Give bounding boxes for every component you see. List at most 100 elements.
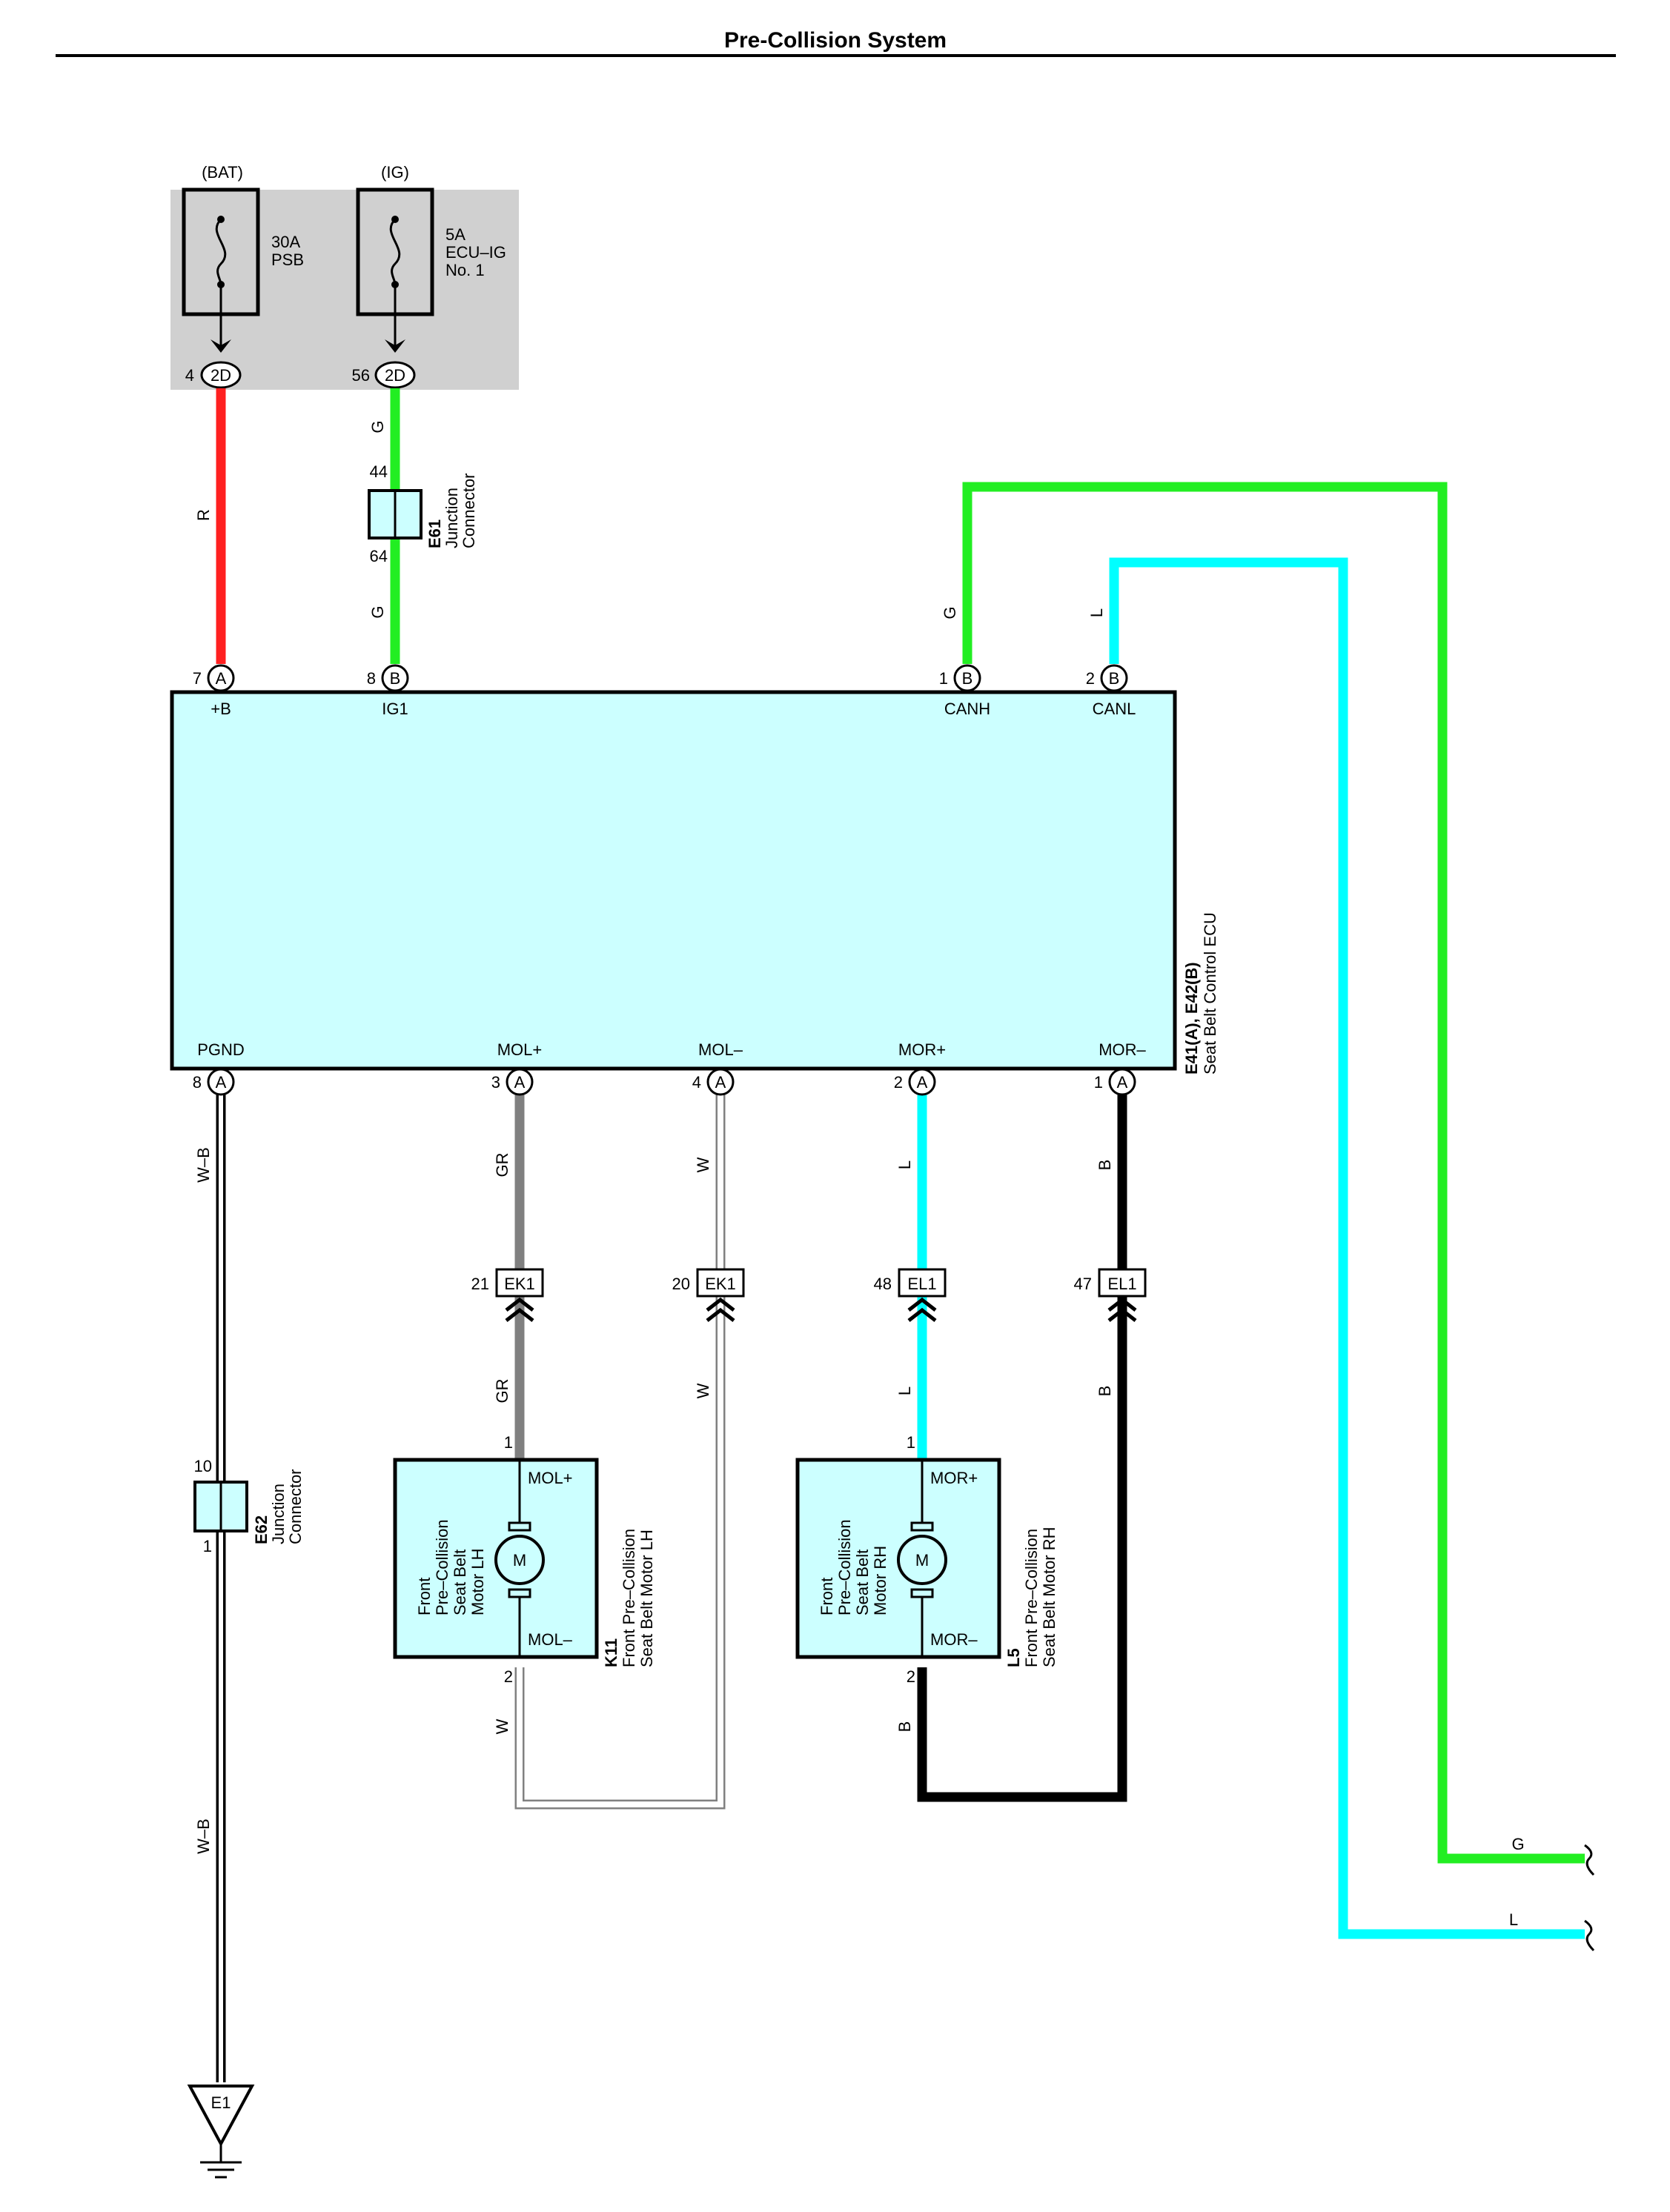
inline-connector-el1-48-name: EL1 (907, 1275, 936, 1293)
inline-connector-el1-47: EL1 47 (1074, 1268, 1147, 1322)
ecu-pin-plus-b-label: +B (211, 700, 231, 718)
wire-out-l-label: L (1509, 1910, 1518, 1929)
motor-lh-inner3: Seat Belt (451, 1550, 469, 1615)
fuse-ecu-ig-arrow-icon (385, 339, 405, 353)
motor-lh-name1: Front Pre–Collision (620, 1529, 638, 1667)
e61-pin-top: 44 (370, 462, 388, 481)
motor-rh-minus-label: MOR– (930, 1630, 978, 1649)
e61-code: E61 (425, 519, 444, 548)
ecu-pin-canl-num: 2 (1086, 669, 1095, 688)
motor-rh-inner2: Pre–Collision (835, 1519, 854, 1615)
ecu-pin-mor-plus (908, 1068, 936, 1096)
bat-label: (BAT) (202, 163, 243, 182)
motor-rh-module: 1 2 MOR+ MOR– M Front Pre–Collision Seat… (795, 1433, 1058, 1686)
wire-canh-green (962, 482, 1585, 1864)
motor-lh-inner1: Front (415, 1578, 434, 1615)
wire-ig-bottom-label: G (368, 605, 387, 618)
connector-2d-ig-label: 2D (385, 366, 405, 385)
motor-rh-pin2: 2 (907, 1667, 915, 1686)
fuse-box-background (170, 190, 519, 390)
wire-ig-top-label: G (368, 420, 387, 433)
fuse-psb-name: PSB (271, 250, 304, 269)
wire-mol-minus-white (514, 1082, 726, 1810)
ecu-pin-mol-plus-label: MOL+ (497, 1040, 543, 1059)
ecu-code: E41(A), E42(B) (1182, 962, 1201, 1075)
motor-lh-pin2: 2 (504, 1667, 513, 1686)
motor-lh-name2: Seat Belt Motor LH (637, 1530, 656, 1667)
ecu-top-pins: A 7 +B B 8 IG1 B 1 CANH B 2 CANL (193, 664, 1136, 718)
page-title: Pre-Collision System (724, 28, 947, 53)
ecu-pin-canl (1100, 664, 1128, 692)
wire-lh-pin2-label: W (493, 1718, 511, 1734)
ground-triangle-icon (187, 2085, 255, 2148)
e61-name1: Junction (443, 488, 461, 548)
ecu-bottom-pins: A 8 PGND A 3 MOL+ A 4 MOL– A 2 MOR+ A 1 … (193, 1040, 1147, 1096)
ecu-pin-canh-label: CANH (944, 700, 990, 718)
inline-connector-ek1-21-pin: 21 (471, 1275, 489, 1293)
ecu-pin-pgnd-num: 8 (193, 1073, 202, 1092)
ecu-pin-pgnd-label: PGND (197, 1040, 245, 1059)
connector-2d-bat-pin: 4 (185, 366, 194, 385)
connector-chevron-icon (1107, 1297, 1137, 1322)
wire-mor-minus-black (917, 1082, 1127, 1802)
seat-belt-control-ecu (170, 690, 1177, 1071)
ig-label: (IG) (381, 163, 409, 182)
motor-rh-code: L5 (1004, 1648, 1023, 1667)
motor-rh-inner1: Front (818, 1578, 836, 1615)
ecu-pin-mor-plus-conn: A (917, 1073, 928, 1092)
ecu-pin-mol-plus (506, 1068, 534, 1096)
fuse-psb-arrow-icon (211, 339, 231, 353)
wire-mol-minus-top-label: W (694, 1157, 712, 1172)
ecu-pin-canh-num: 1 (939, 669, 948, 688)
wire-mol-plus-top-label: GR (493, 1153, 511, 1178)
fuse-ecu-ig-name2: No. 1 (445, 261, 485, 279)
wire-pgnd-bottom-label: W–B (194, 1819, 213, 1854)
connector-2d-bat-label: 2D (211, 366, 231, 385)
fuse-psb-icon (215, 216, 227, 288)
motor-rh-icon (897, 1535, 947, 1585)
inline-connector-el1-48: EL1 48 (874, 1268, 947, 1322)
ground-e1: E1 (187, 2085, 255, 2179)
wire-break-g-icon (1584, 1844, 1595, 1876)
motor-lh-code: K11 (602, 1638, 620, 1667)
ecu-pin-plus-b-num: 7 (193, 669, 202, 688)
wire-mor-plus-bottom-label: L (895, 1386, 914, 1395)
inline-connector-el1-47-name: EL1 (1107, 1275, 1136, 1293)
motor-rh-name1: Front Pre–Collision (1022, 1529, 1041, 1667)
wire-mor-minus-top-label: B (1096, 1160, 1114, 1171)
motor-rh-inner4: Motor RH (871, 1546, 889, 1615)
ecu-pin-mol-minus-label: MOL– (698, 1040, 743, 1059)
connector-2d-bat (200, 361, 242, 389)
motor-lh-symbol: M (513, 1551, 526, 1570)
wire-pgnd-top-label: W–B (194, 1147, 213, 1183)
ecu-pin-canl-conn: B (1109, 669, 1120, 688)
ecu-pin-ig1 (381, 664, 409, 692)
ecu-pin-ig1-conn: B (390, 669, 401, 688)
ecu-pin-canl-label: CANL (1093, 700, 1136, 718)
fuse-ecu-ig-amp: 5A (445, 225, 465, 244)
e61-pin-bottom: 64 (370, 547, 388, 565)
fuse-ecu-ig-name1: ECU–IG (445, 243, 506, 262)
ecu-pin-mor-minus-label: MOR– (1099, 1040, 1146, 1059)
wire-mor-minus-bottom-label: B (1096, 1386, 1114, 1397)
ecu-pin-mor-minus (1108, 1068, 1136, 1096)
e62-pin-top: 10 (194, 1457, 212, 1475)
connector-2d-ig-pin: 56 (352, 366, 370, 385)
e62-name2: Connector (286, 1469, 305, 1544)
wire-rh-pin2-label: B (895, 1721, 914, 1733)
ecu-pin-ig1-num: 8 (367, 669, 376, 688)
fuse-box: (BAT) (IG) 30A PSB 5A ECU–IG No. 1 2D 4 … (170, 163, 519, 390)
wire-mor-plus-top-label: L (895, 1160, 914, 1169)
wire-canl-cyan (1109, 557, 1585, 1939)
ecu-pin-mor-plus-label: MOR+ (898, 1040, 946, 1059)
wire-canl-label: L (1087, 608, 1106, 617)
connector-chevron-icon (706, 1297, 735, 1322)
connector-chevron-icon (505, 1297, 534, 1322)
wire-break-l-icon (1584, 1919, 1595, 1952)
ecu-pin-canh (953, 664, 981, 692)
inline-connector-ek1-21: EK1 21 (471, 1268, 544, 1322)
inline-connector-el1-48-pin: 48 (874, 1275, 892, 1293)
e62-name1: Junction (269, 1484, 288, 1544)
fuse-psb-amp: 30A (271, 233, 300, 251)
ecu-pin-mol-minus (706, 1068, 735, 1096)
